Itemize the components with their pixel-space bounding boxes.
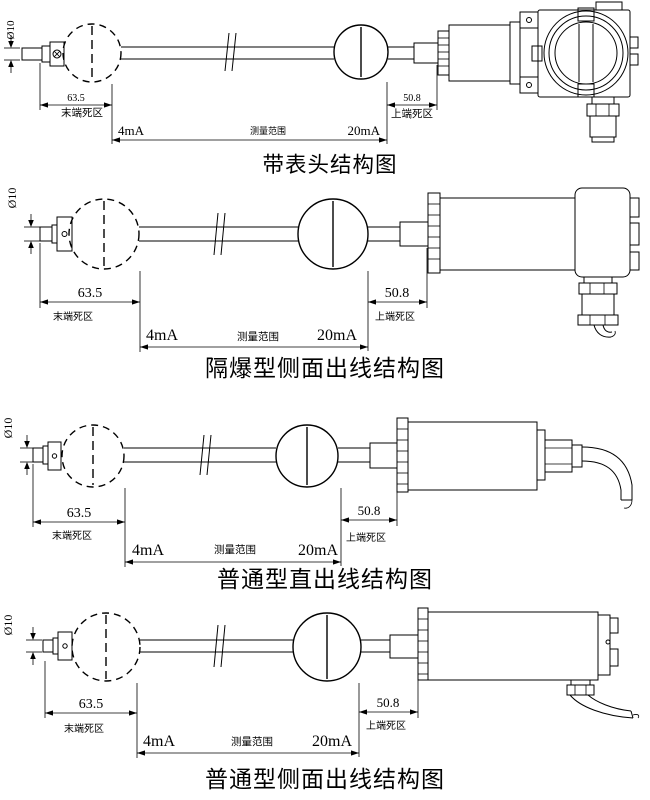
float-ball-bottom [68,198,140,270]
range-label: 测量范围 [231,735,273,748]
dimension-end-dead-zone: 63.5 末端死区 [39,243,141,352]
dimension-measuring-range: 4mA 测量范围 20mA [140,271,369,351]
dimension-diameter: Ø10 [1,418,36,475]
high-current-label: 20mA [312,733,352,750]
end-dead-zone-value: 63.5 [67,93,85,104]
top-dead-zone-value: 50.8 [358,503,381,518]
end-dead-zone-label: 末端死区 [53,310,93,323]
diagram-flameproof-side-outlet: Ø10 [5,187,640,381]
diagram-caption: 普通型侧面出线结构图 [205,766,445,792]
probe-end-plug [39,216,73,252]
dimension-diameter: Ø10 [4,20,20,73]
diameter-label: Ø10 [1,615,15,636]
top-dead-zone-value: 50.8 [403,93,421,104]
process-connection [389,607,429,681]
float-ball-top [275,424,370,488]
dimension-end-dead-zone: 63.5 末端死区 [44,661,138,758]
float-ball-top [297,198,400,270]
top-dead-zone-value: 50.8 [385,286,410,301]
top-dead-zone-label: 上端死区 [391,107,433,120]
diameter-label: Ø10 [5,20,17,39]
cable [593,324,612,338]
guide-tube [139,212,298,256]
diagram-caption: 带表头结构图 [262,153,397,177]
dimension-measuring-range: 4mA 测量范围 20mA [112,82,388,144]
diameter-label: Ø10 [5,188,19,209]
dimension-diameter: Ø10 [5,188,40,254]
low-current-label: 4mA [118,123,145,138]
end-dead-zone-value: 63.5 [78,286,103,301]
dimension-measuring-range: 4mA 测量范围 20mA [137,683,360,757]
probe-end-plug [32,441,62,471]
float-ball-bottom [71,612,141,682]
probe-end-plug [21,41,65,67]
junction-box [574,187,640,278]
end-dead-zone-value: 63.5 [67,506,92,521]
end-dead-zone-label: 末端死区 [64,722,104,735]
transmitter-housing [448,11,539,94]
cable-gland-bottom [566,679,640,719]
transmitter-housing [439,197,576,271]
dimension-top-dead-zone: 50.8 上端死区 [341,469,398,544]
range-label: 测量范围 [250,125,286,136]
cable-gland-bottom [577,276,619,338]
top-dead-zone-value: 50.8 [377,695,400,710]
top-dead-zone-label: 上端死区 [366,719,406,732]
end-dead-zone-value: 63.5 [79,697,104,712]
transmitter-housing [427,611,619,681]
dimension-end-dead-zone: 63.5 末端死区 [39,63,113,144]
high-current-label: 20mA [298,542,338,559]
top-dead-zone-label: 上端死区 [346,531,386,544]
guide-tube [124,434,276,476]
float-ball-top [292,612,390,682]
probe-end-plug [42,631,73,661]
low-current-label: 4mA [146,327,178,344]
process-connection [369,417,409,493]
diagram-with-meter-head: Ø10 [4,1,639,177]
end-dead-zone-label: 末端死区 [61,106,103,119]
top-dead-zone-label: 上端死区 [375,310,415,323]
process-connection [413,30,450,76]
guide-tube [140,624,293,668]
transmitter-housing [407,421,538,491]
float-ball-bottom [62,23,122,83]
dimension-diameter: Ø10 [1,615,42,665]
dimension-top-dead-zone: 50.8 上端死区 [368,248,428,323]
range-label: 测量范围 [214,543,256,556]
float-ball-bottom [61,424,125,488]
diagram-caption: 普通型直出线结构图 [217,566,433,592]
float-ball-top [333,24,414,80]
end-dead-zone-label: 末端死区 [52,529,92,542]
straight-cable-outlet [536,429,633,509]
dimension-top-dead-zone: 50.8 上端死区 [359,659,419,732]
low-current-label: 4mA [132,542,164,559]
process-connection [399,192,441,274]
dimension-end-dead-zone: 63.5 末端死区 [32,464,126,567]
cable [569,694,634,719]
cable [581,446,633,500]
diagram-ordinary-side-outlet: Ø10 [1,607,640,792]
diameter-label: Ø10 [1,418,15,439]
cable-gland-bottom [586,96,620,143]
high-current-label: 20mA [348,123,381,138]
guide-tube [121,32,334,72]
meter-head [531,1,639,143]
low-current-label: 4mA [143,733,175,750]
range-label: 测量范围 [237,330,279,343]
diagram-caption: 隔爆型侧面出线结构图 [205,355,445,381]
diagram-ordinary-straight-outlet: Ø10 [1,417,633,592]
high-current-label: 20mA [317,327,357,344]
dimension-measuring-range: 4mA 测量范围 20mA [125,488,342,566]
dimension-top-dead-zone: 50.8 上端死区 [387,65,438,120]
